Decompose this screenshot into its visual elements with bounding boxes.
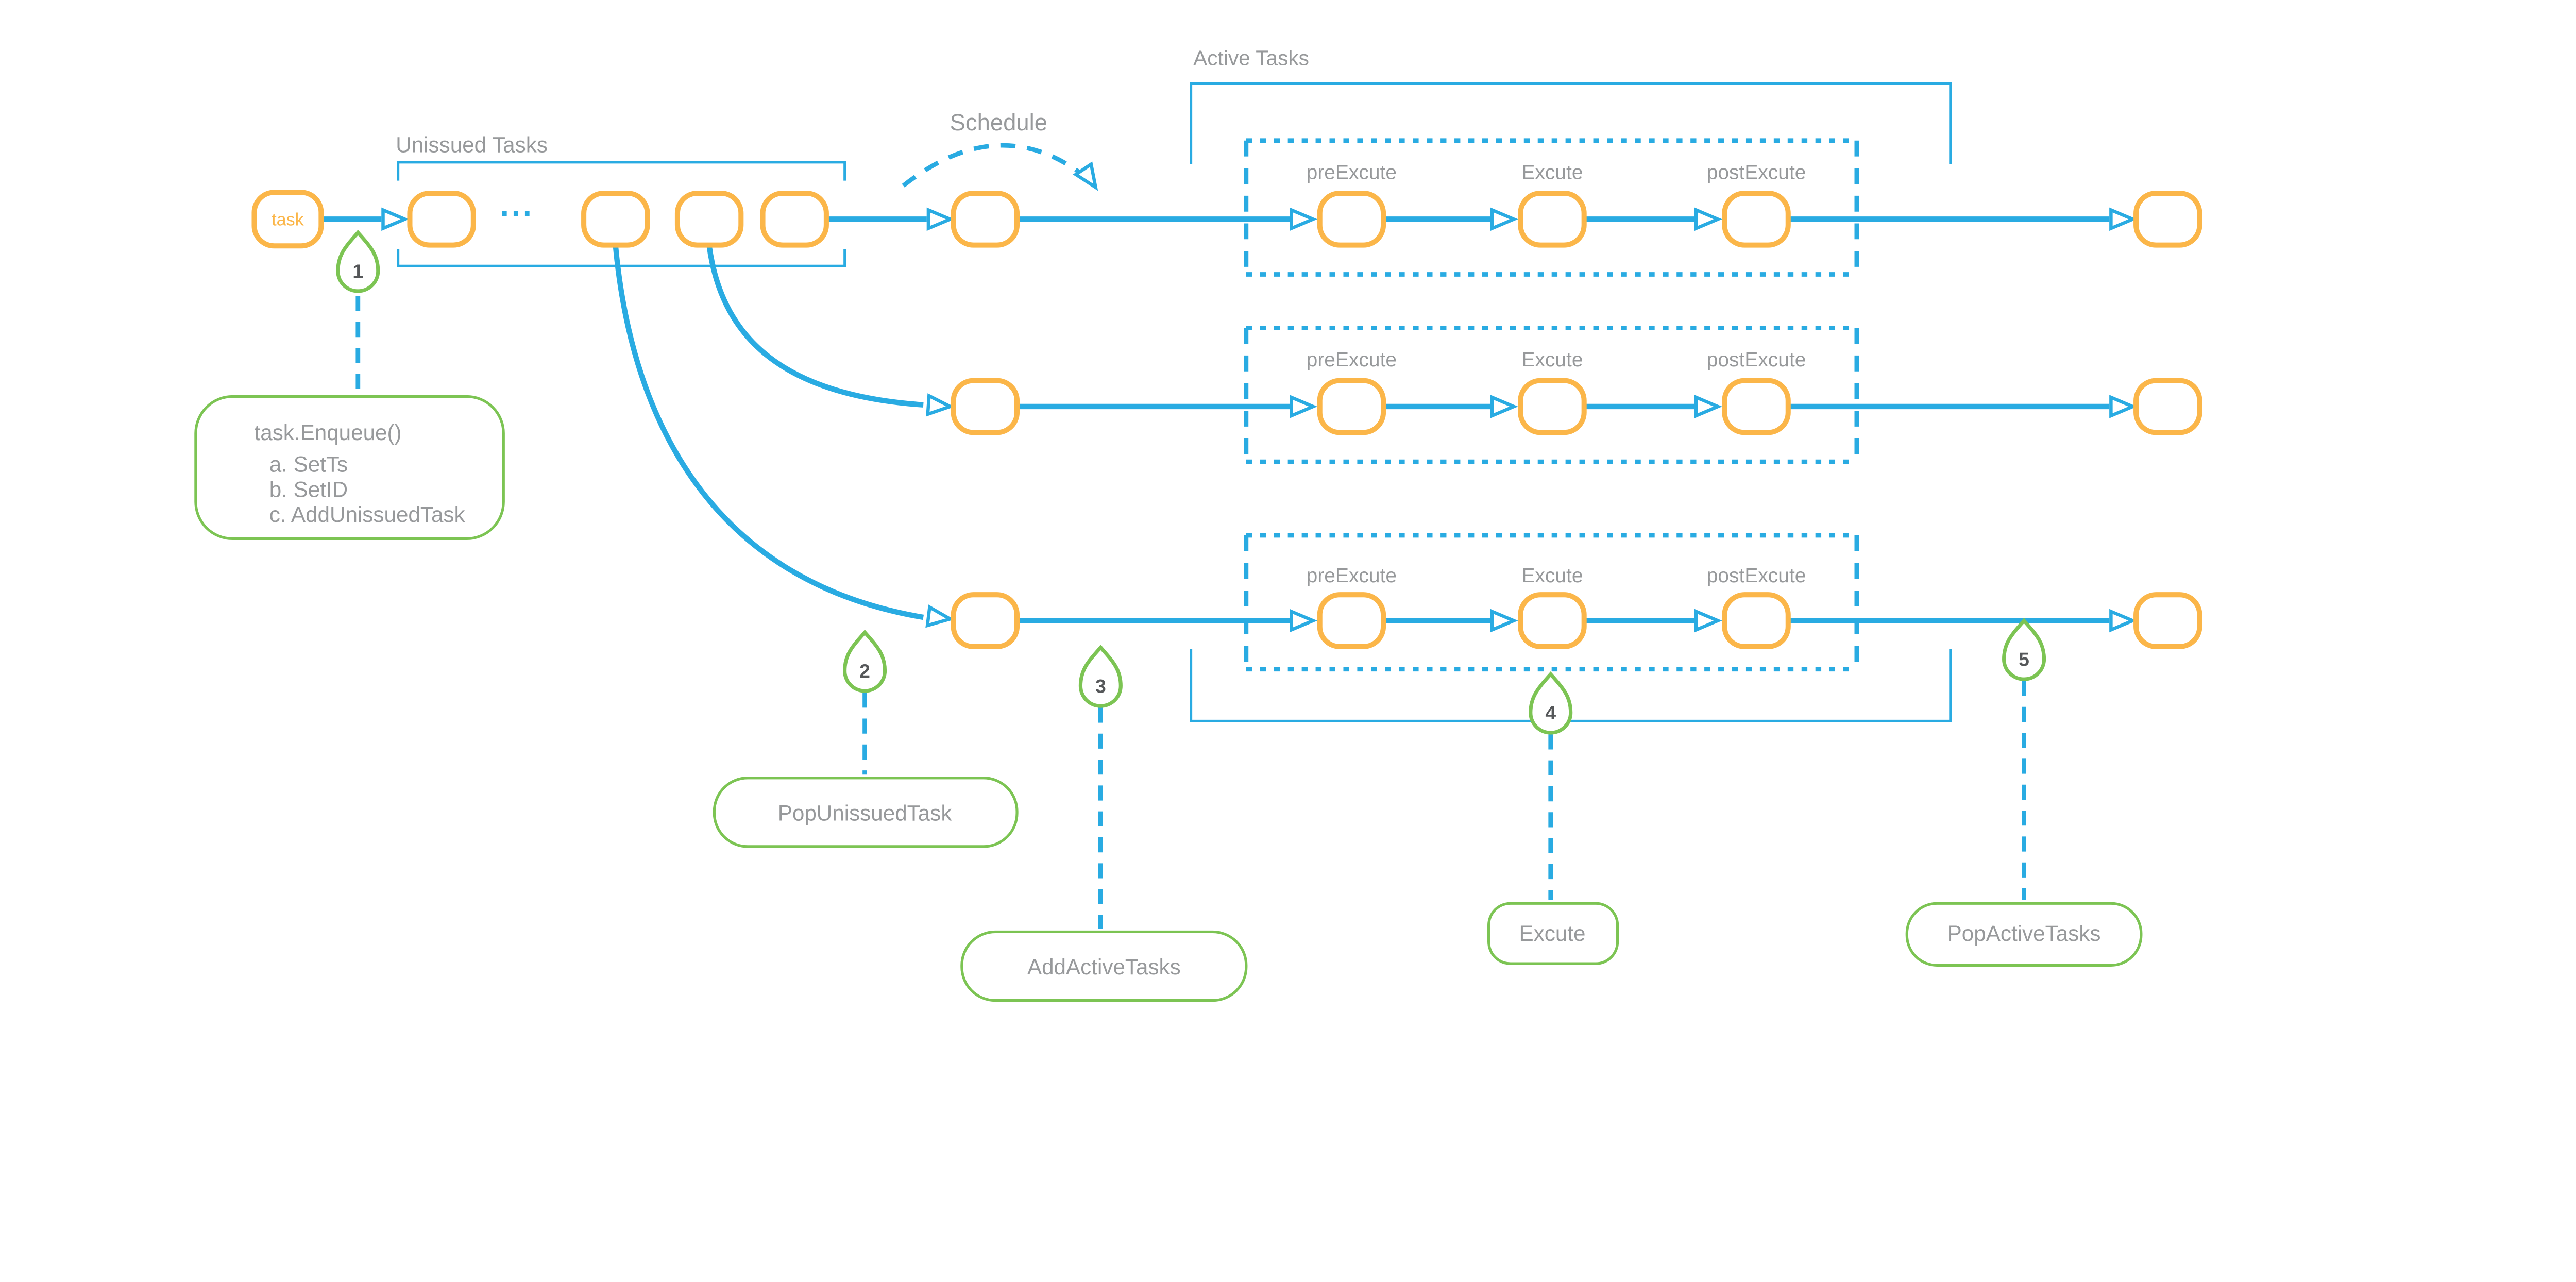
unissued-tasks-label: Unissued Tasks xyxy=(396,132,548,157)
marker-pin-5: 5 xyxy=(2002,618,2046,681)
diagram-canvas: task ... Unissued Tasks Schedule Active … xyxy=(194,46,2202,1002)
marker-number-3: 3 xyxy=(1095,675,1106,697)
arrow-preexcute-to-excute-row1 xyxy=(1383,210,1514,228)
note-box-enqueue: task.Enqueue() a. SetTs b. SetID c. AddU… xyxy=(194,395,505,541)
arrow-queue-to-scheduler-row1 xyxy=(826,210,950,228)
note-enqueue-item-c: c. AddUnissuedTask xyxy=(269,502,466,527)
marker-pin-3: 3 xyxy=(1078,645,1123,708)
arrow-excute-to-postexcute-row2 xyxy=(1584,397,1718,416)
arrow-task-to-queue xyxy=(321,210,404,228)
active-tasks-label: Active Tasks xyxy=(1193,46,1309,70)
stage-label-postexcute-row1: postExcute xyxy=(1707,161,1806,183)
note-add-active-label: AddActiveTasks xyxy=(1027,955,1181,979)
end-node-row2 xyxy=(2133,378,2202,435)
marker-number-4: 4 xyxy=(1545,702,1556,723)
task-node: task xyxy=(251,190,324,249)
end-node-row3 xyxy=(2133,592,2202,649)
arrow-excute-to-postexcute-row1 xyxy=(1584,210,1718,228)
note-pop-unissued-label: PopUnissuedTask xyxy=(778,801,953,825)
note-box-pop-unissued: PopUnissuedTask xyxy=(713,777,1019,848)
note-pop-active-label: PopActiveTasks xyxy=(1947,921,2101,946)
stage-node-postexcute-row2 xyxy=(1722,378,1791,435)
arrow-postexcute-to-end-row2 xyxy=(1788,397,2133,416)
queue-node-2 xyxy=(581,190,650,248)
curve-arrow-queue-to-scheduler-row3 xyxy=(613,245,952,628)
note-box-pop-active: PopActiveTasks xyxy=(1905,902,2143,967)
worker-box-row1 xyxy=(1244,138,1859,277)
stage-node-excute-row2 xyxy=(1518,378,1587,435)
stage-node-preexcute-row2 xyxy=(1317,378,1386,435)
marker-number-1: 1 xyxy=(352,260,363,282)
stage-label-excute-row1: Excute xyxy=(1521,161,1583,183)
note-enqueue-title: task.Enqueue() xyxy=(255,420,402,445)
stage-label-preexcute-row3: preExcute xyxy=(1307,565,1397,587)
arrow-scheduler-to-preexcute-row3 xyxy=(1017,612,1313,630)
stage-node-excute-row1 xyxy=(1518,190,1587,248)
scheduler-node-row1 xyxy=(951,190,1020,248)
task-node-label: task xyxy=(272,210,304,230)
marker-number-5: 5 xyxy=(2019,648,2029,670)
stage-label-preexcute-row2: preExcute xyxy=(1307,349,1397,371)
arrow-scheduler-to-preexcute-row2 xyxy=(1017,397,1313,416)
scheduler-node-row2 xyxy=(951,378,1020,435)
scheduler-node-row3 xyxy=(951,592,1020,649)
stage-node-excute-row3 xyxy=(1518,592,1587,649)
stage-label-excute-row2: Excute xyxy=(1521,349,1583,371)
stage-node-preexcute-row1 xyxy=(1317,190,1386,248)
marker-number-2: 2 xyxy=(859,660,870,682)
note-execute-label: Excute xyxy=(1519,921,1585,946)
note-enqueue-item-b: b. SetID xyxy=(269,477,348,501)
note-box-execute: Excute xyxy=(1487,902,1619,965)
unissued-queue-bracket xyxy=(397,161,846,267)
marker-pin-2: 2 xyxy=(843,629,887,693)
arrow-postexcute-to-end-row1 xyxy=(1788,210,2133,228)
arrow-postexcute-to-end-row3 xyxy=(1788,612,2133,630)
queue-node-1 xyxy=(407,190,476,248)
arrow-scheduler-to-preexcute-row1 xyxy=(1017,210,1313,228)
curve-arrow-queue-to-scheduler-row2 xyxy=(706,245,951,416)
stage-node-postexcute-row1 xyxy=(1722,190,1791,248)
arrow-excute-to-postexcute-row3 xyxy=(1584,612,1718,630)
arrow-preexcute-to-excute-row2 xyxy=(1383,397,1514,416)
worker-box-row3 xyxy=(1244,533,1859,672)
stage-node-preexcute-row3 xyxy=(1317,592,1386,649)
marker-pin-4: 4 xyxy=(1529,671,1573,735)
note-enqueue-item-a: a. SetTs xyxy=(269,452,348,477)
schedule-label: Schedule xyxy=(950,109,1047,136)
stage-label-postexcute-row3: postExcute xyxy=(1707,565,1806,587)
queue-node-3 xyxy=(674,190,744,248)
stage-label-postexcute-row2: postExcute xyxy=(1707,349,1806,371)
active-tasks-bracket-top xyxy=(1190,82,1952,164)
marker-pin-1: 1 xyxy=(336,229,380,293)
queue-ellipsis: ... xyxy=(500,188,534,223)
note-box-add-active: AddActiveTasks xyxy=(960,930,1248,1002)
schedule-arc-arrow xyxy=(902,143,1103,193)
worker-box-row2 xyxy=(1244,325,1859,464)
stage-label-preexcute-row1: preExcute xyxy=(1307,161,1397,183)
stage-node-postexcute-row3 xyxy=(1722,592,1791,649)
arrow-preexcute-to-excute-row3 xyxy=(1383,612,1514,630)
end-node-row1 xyxy=(2133,190,2202,248)
stage-label-excute-row3: Excute xyxy=(1521,565,1583,587)
queue-node-4 xyxy=(760,190,829,248)
